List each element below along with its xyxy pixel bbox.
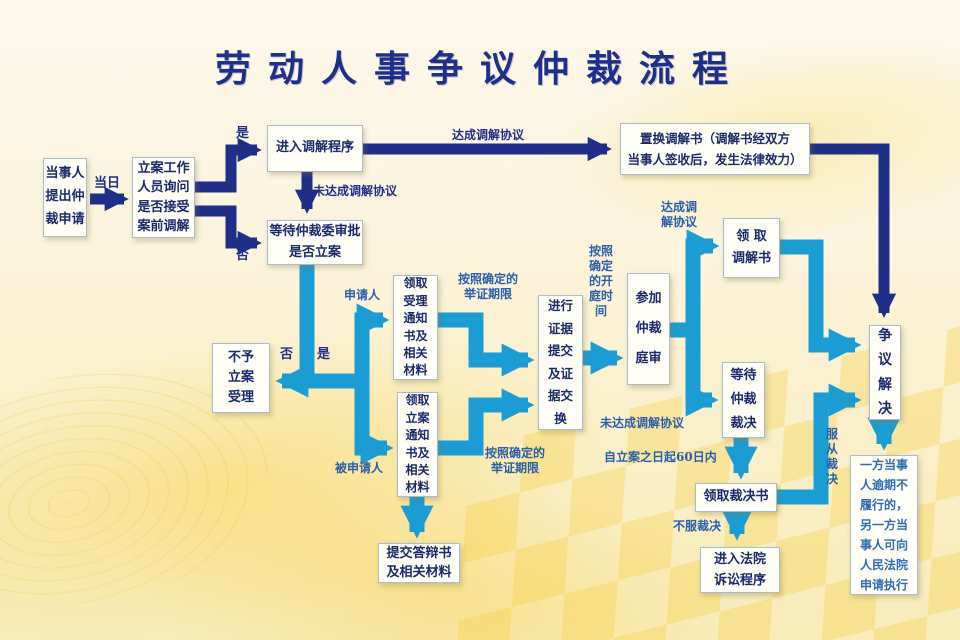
node-evidence-exchange: 进行 证据 提交 及证 据交 换 <box>538 295 583 430</box>
label-obey-award: 服 从 裁 决 <box>825 427 838 486</box>
label-evidence-deadline-bottom: 按照确定的 举证期限 <box>485 446 546 475</box>
node-submit-defense: 提交答辩书 及相关材料 <box>378 543 460 583</box>
node-court-procedure: 进入法院 诉讼程序 <box>700 547 780 593</box>
node-staff-inquiry: 立案工作 人员询问 是否接受 案前调解 <box>132 157 195 238</box>
node-wait-award: 等待 仲裁 裁决 <box>722 362 765 438</box>
arrow-no-to-committee <box>195 205 262 256</box>
label-respondent: 被申请人 <box>335 461 384 475</box>
node-receive-acceptance: 领取 受理 通知 书及 相关 材料 <box>393 275 438 380</box>
node-party-apply: 当事人 提出仲 裁申请 <box>43 158 87 237</box>
node-attend-hearing: 参加 仲裁 庭审 <box>627 273 670 385</box>
node-replace-mediation-doc: 置换调解书（调解书经双方 当事人签收后，发生法律效力） <box>620 123 810 175</box>
node-wait-committee: 等待仲裁委审批 是否立案 <box>267 220 363 265</box>
label-yes-top: 是 <box>236 126 250 141</box>
node-reject-case: 不予 立案 受理 <box>212 343 270 413</box>
arrow-to-wait-award <box>685 330 719 417</box>
label-within-60-days: 自立案之日起60日内 <box>604 450 717 464</box>
node-dispute-resolved: 争 议 解 决 <box>869 325 901 420</box>
arrow-replace-doc-to-resolved <box>810 143 897 318</box>
label-refuse-award: 不服裁决 <box>673 519 722 533</box>
label-hearing-time: 按照 确定 的开 庭时 间 <box>588 244 613 318</box>
page-title: 劳动人事争议仲裁流程 <box>214 48 745 90</box>
node-apply-enforcement: 一方当事 人逾期不 履行的， 另一方当 事人可向 人民法院 申请执行 <box>850 455 918 595</box>
label-no-agreement-top: 未达成调解协议 <box>313 184 398 198</box>
label-no-top: 否 <box>236 248 250 263</box>
arrow-obey-to-resolved <box>777 383 862 505</box>
label-yes-mid: 是 <box>317 347 331 362</box>
label-no-agreement-mid: 未达成调解协议 <box>600 416 685 430</box>
label-applicant: 申请人 <box>344 288 381 302</box>
node-receive-filing: 领取 立案 通知 书及 相关 材料 <box>397 392 438 497</box>
navy-arrows <box>90 136 897 318</box>
label-agreement-reached-top: 达成调解协议 <box>452 128 525 142</box>
label-no-mid: 否 <box>280 347 294 362</box>
label-agreement-reached-mid: 达成调 解协议 <box>660 200 697 229</box>
label-same-day: 当日 <box>94 176 121 191</box>
node-enter-mediation: 进入调解程序 <box>267 125 363 172</box>
label-evidence-deadline-top: 按照确定的 举证期限 <box>458 272 519 301</box>
arrow-mediation-doc-to-resolved <box>780 239 862 362</box>
arrow-to-receive-filing <box>354 381 394 465</box>
arrow-acceptance-to-evidence <box>438 312 535 377</box>
arrow-to-receive-acceptance <box>354 303 390 381</box>
cyan-arrows <box>275 229 901 541</box>
arrow-to-mediation-doc <box>685 229 720 330</box>
node-receive-mediation-doc: 领 取 调解书 <box>723 218 780 278</box>
arrow-filing-to-evidence <box>438 388 535 456</box>
node-receive-award: 领取裁决书 <box>695 483 777 512</box>
arrow-yes-to-mediation <box>195 137 262 193</box>
